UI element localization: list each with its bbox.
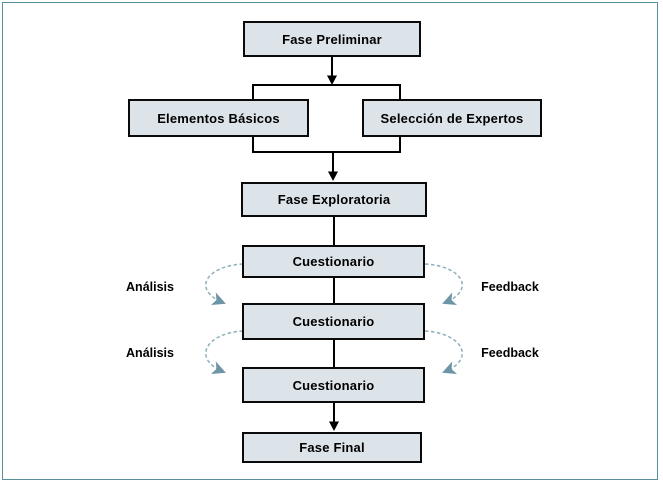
arrow-merge-to-exploratoria: [328, 152, 338, 181]
split-connector: [252, 84, 401, 99]
arrow-preliminar-to-split: [327, 57, 337, 85]
label-feedback-1: Feedback: [481, 280, 539, 294]
node-cuestionario-3: Cuestionario: [242, 367, 425, 403]
node-fase-exploratoria: Fase Exploratoria: [241, 182, 427, 217]
label-feedback-2: Feedback: [481, 346, 539, 360]
label-analisis-2: Análisis: [126, 346, 174, 360]
analisis-loop-arrow-2: [205, 330, 244, 375]
merge-connector: [252, 137, 401, 153]
node-seleccion-expertos: Selección de Expertos: [362, 99, 542, 137]
frame-border: [2, 2, 658, 480]
node-cuestionario-1: Cuestionario: [242, 245, 425, 278]
label-analisis-1: Análisis: [126, 280, 174, 294]
feedback-loop-arrow-2: [424, 330, 463, 375]
analisis-loop-arrow-1: [205, 263, 244, 306]
node-elementos-basicos: Elementos Básicos: [128, 99, 309, 137]
feedback-loop-arrow-1: [424, 263, 463, 306]
node-fase-final: Fase Final: [242, 432, 422, 463]
node-cuestionario-2: Cuestionario: [242, 303, 425, 340]
arrow-cuestionario3-to-final: [329, 403, 339, 431]
node-fase-preliminar: Fase Preliminar: [243, 21, 421, 57]
